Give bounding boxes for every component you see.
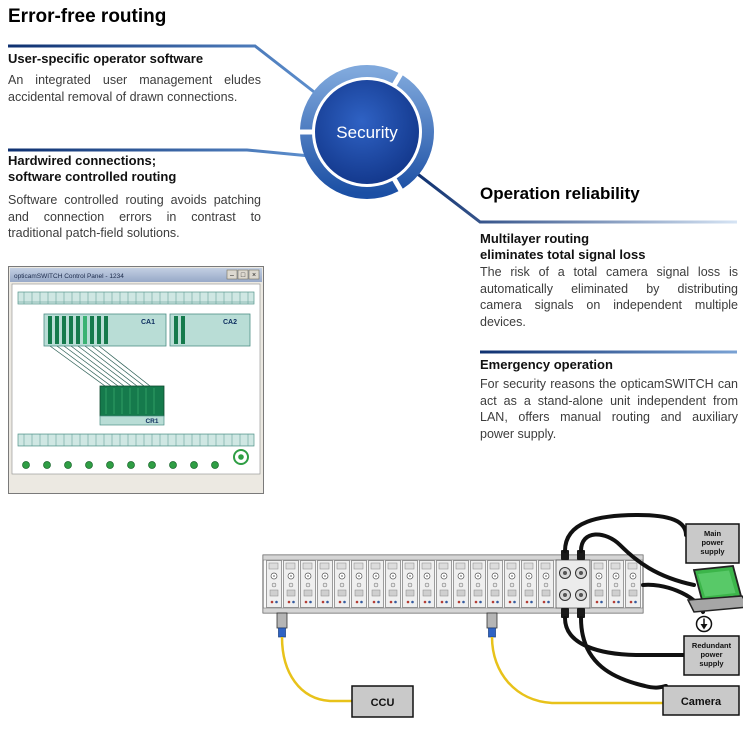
redundant-power-line1: Redundant bbox=[692, 641, 732, 650]
laptop-icon bbox=[686, 565, 743, 613]
window-title: opticamSWITCH Control Panel - 1234 bbox=[14, 273, 124, 280]
redundant-power-supply-box: Redundant power supply bbox=[683, 635, 740, 676]
ca1-label: CA1 bbox=[141, 319, 155, 326]
security-ring-gaps bbox=[295, 68, 406, 196]
main-power-line2: power bbox=[701, 538, 723, 547]
camera-box: Camera bbox=[662, 685, 740, 716]
security-label: Security bbox=[336, 123, 398, 142]
opticamswitch-rack bbox=[262, 550, 644, 618]
heading-emergency: Emergency operation bbox=[480, 357, 613, 372]
close-icon: × bbox=[248, 269, 260, 280]
hardware-diagram: Main power supply Redundant power supply… bbox=[262, 512, 743, 718]
heading-hardwired-line2: software controlled routing bbox=[8, 168, 177, 184]
cable-camera bbox=[579, 616, 668, 690]
main-power-line1: Main bbox=[704, 529, 722, 538]
ccu-label: CCU bbox=[371, 697, 395, 709]
cr1-label: CR1 bbox=[145, 418, 158, 425]
cable-redundant-power bbox=[563, 616, 686, 657]
svg-text:×: × bbox=[252, 272, 256, 279]
main-power-line3: supply bbox=[700, 547, 725, 556]
routing-fan-lines bbox=[49, 345, 151, 387]
ca2-label: CA2 bbox=[223, 319, 237, 326]
ca1-block: CA1 bbox=[43, 313, 167, 347]
connector-rule-operation-reliability bbox=[414, 170, 737, 224]
page-title: Error-free routing bbox=[8, 6, 167, 27]
heading-multilayer: Multilayer routing eliminates total sign… bbox=[480, 231, 645, 262]
power-io-module bbox=[555, 550, 591, 618]
cr1-block: CR1 bbox=[99, 385, 165, 426]
svg-text:□: □ bbox=[241, 272, 246, 279]
connector-rule-hardwired bbox=[8, 148, 311, 158]
patch-strip-top bbox=[17, 291, 255, 305]
minimize-icon: – bbox=[226, 269, 238, 280]
heading-multilayer-line2: eliminates total signal loss bbox=[480, 246, 646, 262]
body-multilayer: The risk of a total camera signal loss i… bbox=[480, 265, 738, 329]
ccu-box: CCU bbox=[351, 685, 414, 718]
body-emergency: For security reasons the opticamSWITCH c… bbox=[480, 377, 738, 441]
heading-hardwired: Hardwired connections; software controll… bbox=[8, 153, 176, 184]
cable-laptop bbox=[579, 532, 696, 587]
security-disc bbox=[315, 80, 419, 184]
software-screenshot-window: opticamSWITCH Control Panel - 1234 – □ × bbox=[8, 266, 264, 494]
vendor-logo-icon bbox=[233, 449, 249, 465]
ca2-block: CA2 bbox=[169, 313, 251, 347]
svg-text:–: – bbox=[230, 272, 234, 279]
ground-icon bbox=[695, 615, 713, 633]
cable-main-power bbox=[563, 512, 688, 553]
body-hardwired: Software controlled routing avoids patch… bbox=[8, 193, 261, 240]
patch-strip-bottom bbox=[17, 433, 255, 447]
status-led-row bbox=[22, 461, 219, 469]
connector-rule-user-software bbox=[8, 44, 319, 97]
heading-multilayer-line1: Multilayer routing bbox=[480, 231, 590, 246]
heading-hardwired-line1: Hardwired connections; bbox=[8, 153, 157, 168]
body-user-software: An integrated user management eludes acc… bbox=[8, 73, 261, 104]
window-controls: – □ × bbox=[226, 269, 260, 280]
redundant-power-line2: power bbox=[700, 650, 722, 659]
redundant-power-line3: supply bbox=[699, 659, 724, 668]
security-circle: Security bbox=[295, 65, 434, 199]
maximize-icon: □ bbox=[237, 269, 249, 280]
heading-operation-reliability: Operation reliability bbox=[480, 184, 640, 203]
fiber-link-ccu bbox=[276, 612, 352, 703]
window-title-bar bbox=[10, 268, 262, 282]
camera-label: Camera bbox=[681, 696, 722, 708]
heading-user-software: User-specific operator software bbox=[8, 51, 204, 66]
fiber-link-camera bbox=[486, 612, 663, 705]
main-power-supply-box: Main power supply bbox=[685, 523, 740, 564]
connector-lines: Security bbox=[8, 44, 737, 354]
